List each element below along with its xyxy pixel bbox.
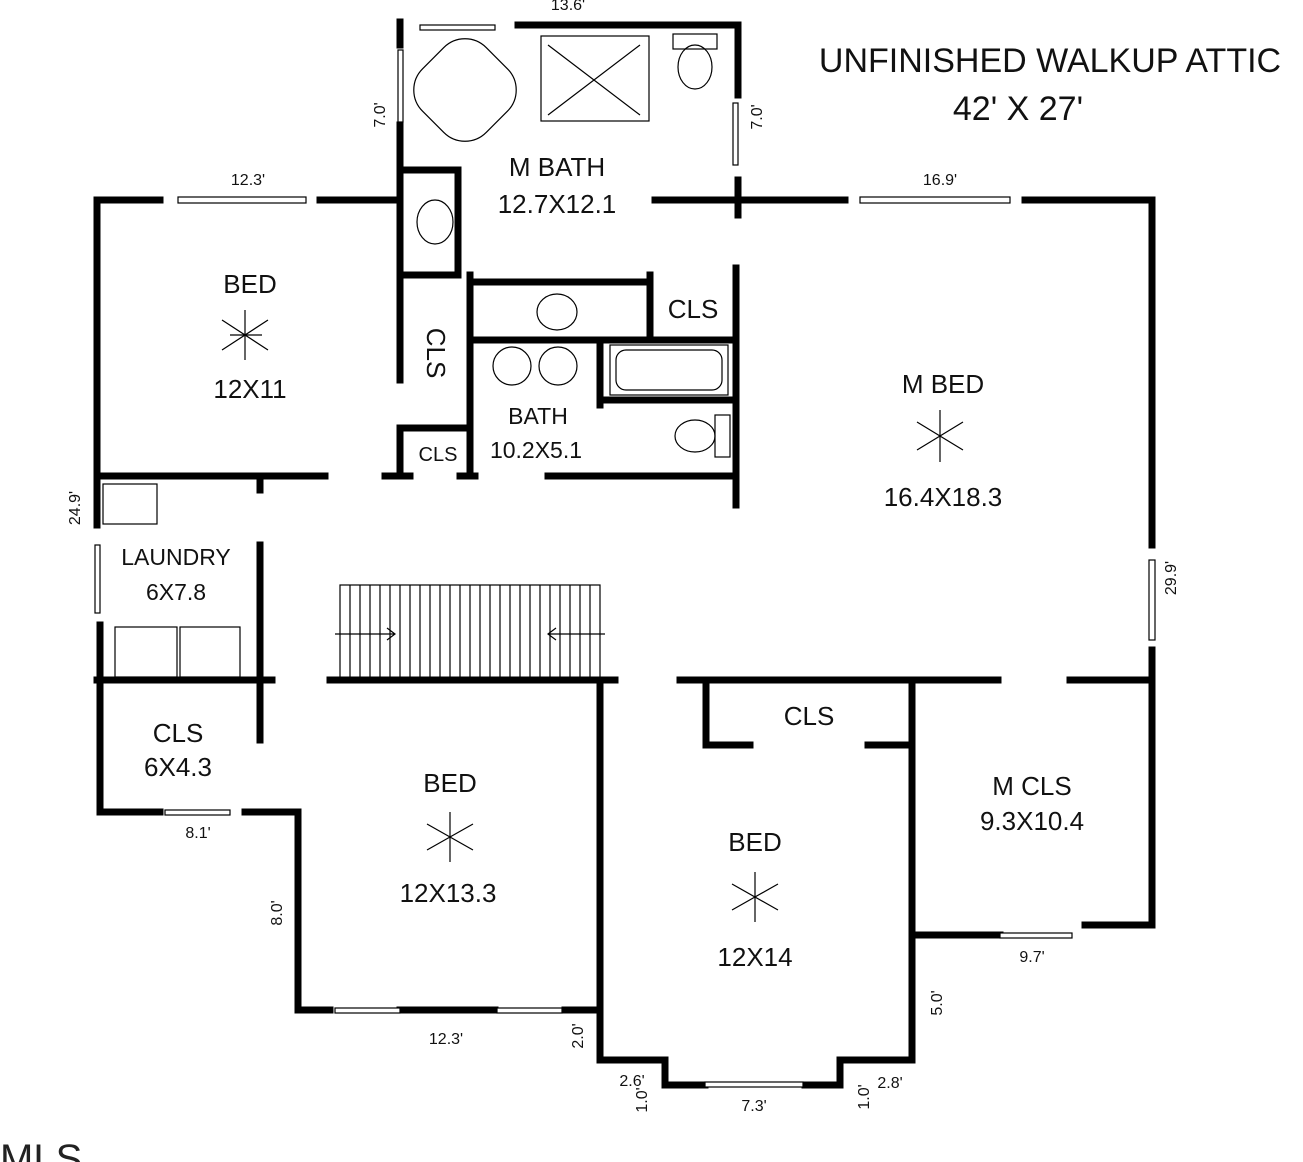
dryer-icon (179, 626, 241, 678)
toilet-icon (672, 33, 718, 50)
sink-icon (492, 346, 532, 386)
bathtub-icon (609, 344, 729, 396)
m-cls-size: 9.3X10.4 (980, 806, 1084, 836)
dim-label: 2.0' (570, 1023, 587, 1048)
mls-watermark: MLS (0, 1137, 82, 1162)
attic-size: 42' X 27' (953, 90, 1083, 128)
dim-label: 24.9' (67, 491, 84, 525)
dim-label: 12.3' (429, 1031, 463, 1048)
m-bed-label: M BED (902, 369, 984, 399)
dim-label: 5.0' (929, 990, 946, 1015)
dim-label: 12.3' (231, 172, 265, 189)
cls-se-label: CLS (784, 701, 835, 731)
bath-label: BATH (508, 403, 568, 429)
laundry-label: LAUNDRY (121, 544, 231, 570)
bed-s-label: BED (423, 768, 476, 798)
shower-icon (540, 35, 650, 122)
ceiling-fan-icon (731, 872, 779, 922)
cls-sw-label: CLS (153, 718, 204, 748)
dim-label: 2.6' (619, 1073, 644, 1090)
title: UNFINISHED WALKUP ATTIC 42' X 27' (819, 42, 1281, 128)
attic-title: UNFINISHED WALKUP ATTIC (819, 42, 1281, 80)
m-bath-size: 12.7X12.1 (498, 189, 617, 219)
sink-icon (536, 293, 578, 331)
bed-se-label: BED (728, 827, 781, 857)
bed-se-size: 12X14 (717, 942, 792, 972)
ceiling-fan-icon (221, 310, 269, 360)
bathtub-icon (413, 38, 517, 142)
dim-label: 9.7' (1019, 949, 1044, 966)
laundry-size: 6X7.8 (146, 579, 206, 605)
sink-icon (538, 346, 578, 386)
stairs (335, 584, 605, 681)
dim-label: 7.0' (749, 104, 766, 129)
m-cls-label: M CLS (992, 771, 1071, 801)
dim-label: 16.9' (923, 172, 957, 189)
m-bed-size: 16.4X18.3 (884, 482, 1003, 512)
toilet-icon (714, 414, 731, 458)
windows (94, 24, 1156, 1088)
dim-label: 13.6' (551, 0, 585, 14)
washer-icon (114, 626, 178, 678)
sink-icon (416, 199, 454, 245)
bed-nw-size: 12X11 (213, 374, 286, 404)
laundry-sink-icon (102, 483, 158, 525)
bath-size: 10.2X5.1 (490, 437, 582, 463)
cls-small-label: CLS (419, 444, 458, 466)
m-bath-label: M BATH (509, 152, 605, 182)
bed-s-size: 12X13.3 (400, 878, 497, 908)
room-labels: M BATH 12.7X12.1 BED 12X11 M BED 16.4X18… (121, 152, 1084, 972)
dim-label: 7.0' (372, 102, 389, 127)
fixtures (102, 33, 964, 922)
dim-label: 8.1' (185, 825, 210, 842)
dim-label: 1.0' (634, 1087, 651, 1112)
dim-label: 29.9' (1163, 561, 1180, 595)
cls-upper-label: CLS (668, 294, 719, 324)
dim-label: 2.8' (877, 1075, 902, 1092)
dim-label: 7.3' (741, 1098, 766, 1115)
ceiling-fan-icon (426, 812, 474, 862)
ceiling-fan-icon (916, 410, 964, 462)
dim-label: 8.0' (269, 900, 286, 925)
dim-label: 1.0' (856, 1084, 873, 1109)
dimension-labels: 13.6' 7.0' 7.0' 12.3' 16.9' 24.9' 29.9' … (67, 0, 1180, 1115)
bed-nw-label: BED (223, 269, 276, 299)
cls-vertical-label: CLS (421, 328, 451, 379)
cls-sw-size: 6X4.3 (144, 752, 212, 782)
